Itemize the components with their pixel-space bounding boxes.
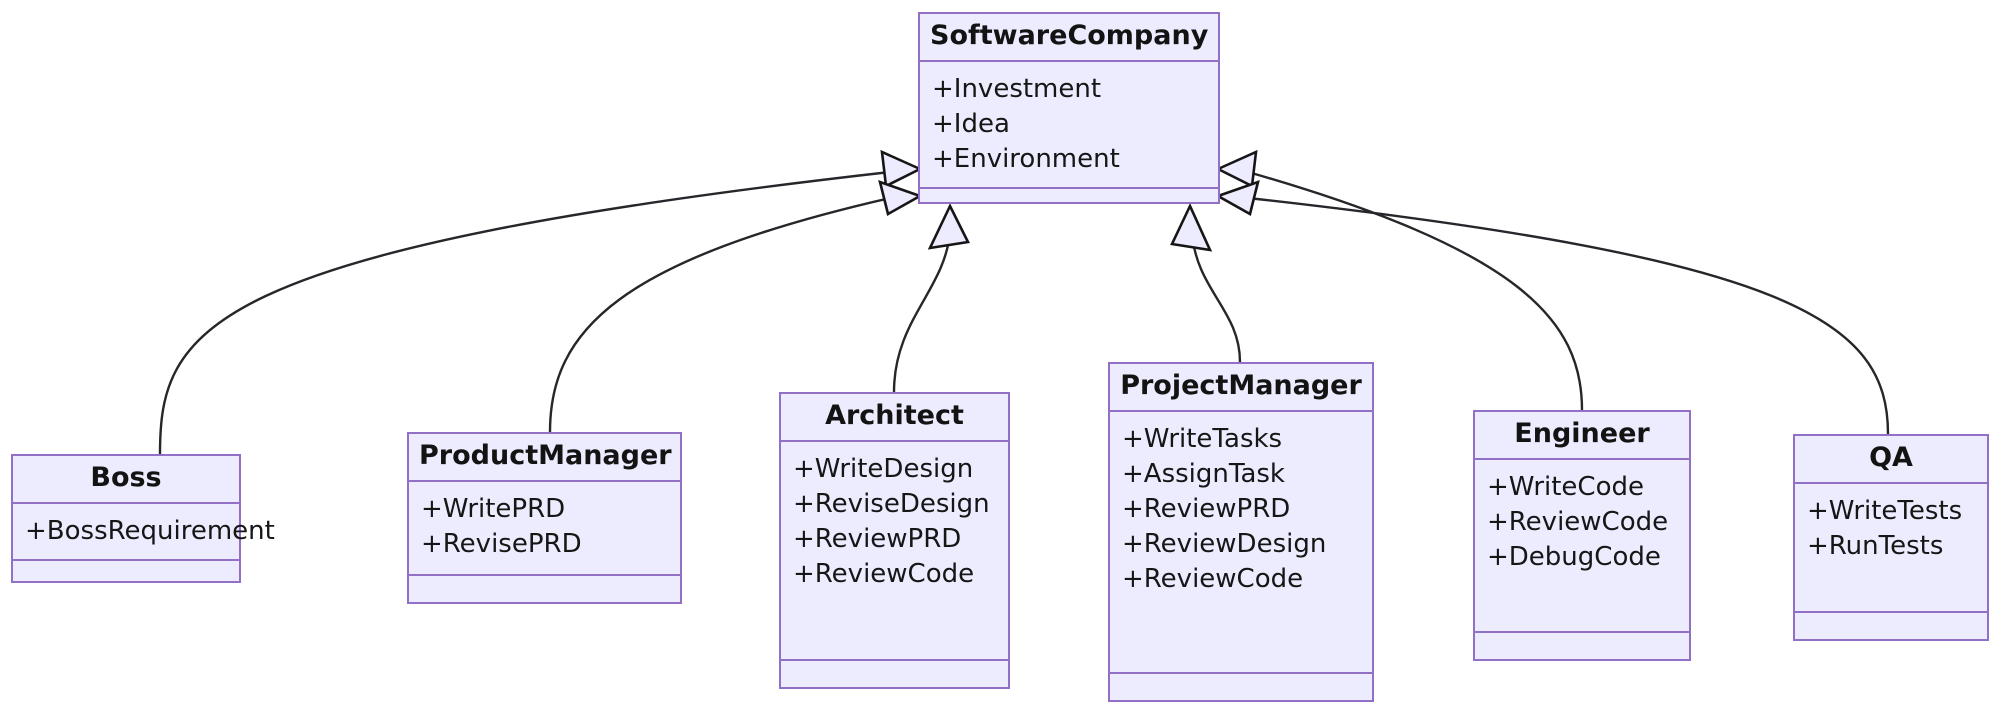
class-attributes-softwarecompany: +Investment +Idea +Environment [920, 62, 1218, 189]
class-attributes-productmanager: +WritePRD +RevisePRD [409, 482, 680, 576]
class-attribute: +RevisePRD [421, 529, 582, 560]
class-attribute: +ReviseDesign [793, 489, 990, 520]
class-title-architect: Architect [781, 394, 1008, 443]
class-attribute: +AssignTask [1122, 459, 1285, 490]
class-attribute: +Environment [932, 144, 1120, 174]
edge-projectmanager-to-softwarecompany [1190, 231, 1242, 363]
class-attributes-qa: +WriteTests +RunTests [1795, 484, 1987, 613]
class-attribute: +ReviewCode [1122, 563, 1304, 594]
class-attribute: +RunTests [1807, 531, 1944, 562]
class-attribute: +Investment [932, 74, 1102, 105]
class-attribute: +ReviewDesign [1122, 528, 1327, 559]
class-attributes-architect: +WriteDesign +ReviseDesign +ReviewPRD +R… [781, 442, 1008, 661]
class-title-softwarecompany: SoftwareCompany [920, 14, 1218, 63]
class-methods-engineer [1475, 633, 1689, 659]
class-box-productmanager[interactable]: ProductManager +WritePRD +RevisePRD [407, 432, 682, 604]
inheritance-arrowhead-architect [927, 203, 970, 250]
class-attributes-projectmanager: +WriteTasks +AssignTask +ReviewPRD +Revi… [1110, 412, 1372, 674]
class-attribute: +ReviewCode [793, 558, 975, 589]
class-title-engineer: Engineer [1475, 412, 1689, 461]
class-box-softwarecompany[interactable]: SoftwareCompany +Investment +Idea +Envir… [918, 12, 1220, 204]
inheritance-arrowhead-qa [1214, 179, 1260, 216]
inheritance-arrowhead-productmanager [878, 179, 924, 216]
class-attribute: +WriteDesign [793, 454, 974, 485]
class-attribute: +BossRequirement [25, 516, 275, 547]
class-box-architect[interactable]: Architect +WriteDesign +ReviseDesign +Re… [779, 392, 1010, 689]
class-methods-productmanager [409, 576, 680, 602]
class-attribute: +ReviewCode [1487, 507, 1669, 538]
edge-architect-to-softwarecompany [892, 231, 952, 393]
class-attribute: +ReviewPRD [793, 524, 962, 554]
class-title-qa: QA [1795, 436, 1987, 485]
class-box-engineer[interactable]: Engineer +WriteCode +ReviewCode +DebugCo… [1473, 410, 1691, 661]
class-attribute: +WriteTasks [1122, 424, 1283, 455]
class-box-boss[interactable]: Boss +BossRequirement [11, 454, 275, 583]
class-attribute: +WriteTests [1807, 496, 1963, 527]
class-attributes-engineer: +WriteCode +ReviewCode +DebugCode [1475, 460, 1689, 633]
class-methods-architect [781, 661, 1008, 687]
inheritance-arrowhead-engineer [1214, 149, 1258, 188]
class-attribute: +WritePRD [421, 494, 566, 525]
class-attribute: +WriteCode [1487, 472, 1644, 503]
class-methods-boss [13, 561, 239, 581]
class-attribute: +Idea [932, 109, 1010, 140]
class-title-projectmanager: ProjectManager [1110, 364, 1372, 413]
class-title-productmanager: ProductManager [409, 434, 680, 483]
class-box-projectmanager[interactable]: ProjectManager +WriteTasks +AssignTask +… [1108, 362, 1374, 702]
inheritance-arrowhead-projectmanager [1170, 202, 1213, 252]
class-methods-projectmanager [1110, 674, 1372, 700]
inheritance-arrowhead-boss [880, 149, 924, 188]
class-methods-qa [1795, 613, 1987, 639]
class-attribute: +DebugCode [1487, 542, 1661, 572]
class-title-boss: Boss [13, 456, 239, 505]
class-attribute: +ReviewPRD [1122, 494, 1291, 524]
class-methods-softwarecompany [920, 189, 1218, 202]
class-attributes-boss: +BossRequirement [13, 504, 275, 562]
class-box-qa[interactable]: QA +WriteTests +RunTests [1793, 434, 1989, 641]
